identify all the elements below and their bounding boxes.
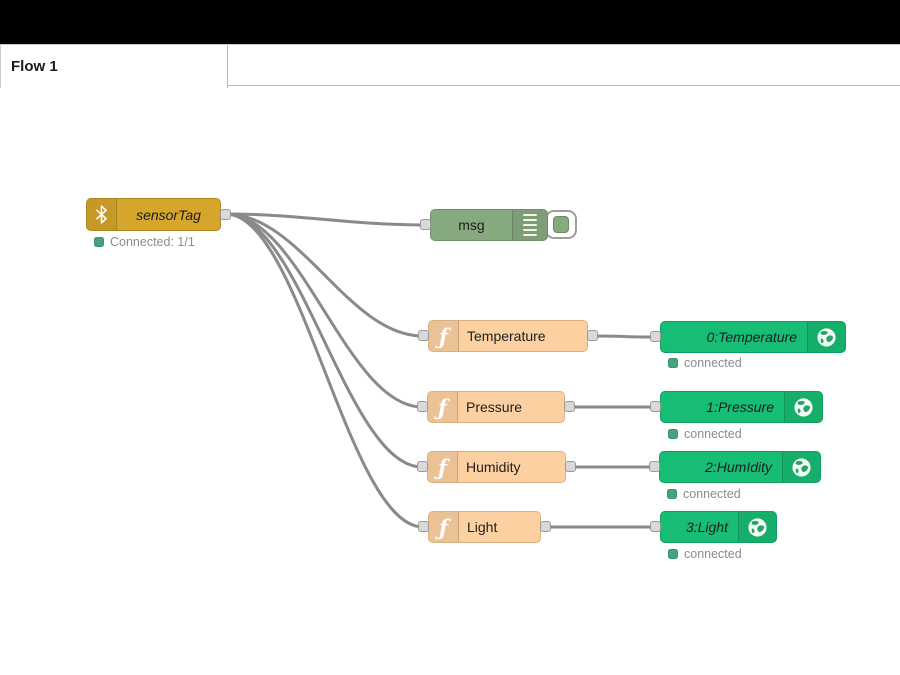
input-port[interactable] (418, 521, 429, 532)
function-icon: ƒ (429, 512, 459, 542)
node-label: 1:Pressure (706, 399, 774, 415)
input-port[interactable] (650, 521, 661, 532)
status-text: connected (684, 356, 742, 370)
status-dot-icon (668, 429, 678, 439)
tab-label: Flow 1 (11, 58, 58, 75)
node-msg-debug[interactable]: msg (420, 209, 548, 241)
tab-flow-1[interactable]: Flow 1 (0, 45, 228, 88)
node-status: connected (668, 356, 742, 370)
node-status: connected (667, 487, 741, 501)
node-status: connected (668, 427, 742, 441)
status-dot-icon (667, 489, 677, 499)
node-status: Connected: 1/1 (94, 235, 195, 249)
output-port[interactable] (564, 401, 575, 412)
wire-sensortag-light[interactable] (224, 212, 425, 529)
node-label: Light (467, 519, 498, 535)
node-function-humidity[interactable]: ƒ Humidity (417, 451, 576, 483)
debug-toggle-button[interactable] (545, 210, 577, 239)
status-dot-icon (94, 237, 104, 247)
node-status: connected (668, 547, 742, 561)
input-port[interactable] (417, 401, 428, 412)
wire-sensortag-humidity[interactable] (224, 212, 424, 469)
bluetooth-icon (87, 199, 117, 230)
input-port[interactable] (650, 331, 661, 342)
wire-sensortag-msg[interactable] (224, 212, 427, 227)
node-label: 2:HumIdity (705, 459, 772, 475)
input-port[interactable] (420, 219, 431, 230)
status-text: connected (683, 487, 741, 501)
node-label: msg (458, 217, 485, 233)
function-icon: ƒ (428, 392, 458, 422)
debug-list-icon (512, 210, 547, 240)
status-text: Connected: 1/1 (110, 235, 195, 249)
status-text: connected (684, 547, 742, 561)
function-icon: ƒ (428, 452, 458, 482)
input-port[interactable] (418, 330, 429, 341)
input-port[interactable] (649, 461, 660, 472)
debug-toggle-state (553, 216, 569, 233)
node-label: Humidity (466, 459, 521, 475)
globe-icon (738, 512, 776, 542)
function-icon: ƒ (429, 321, 459, 351)
node-label: sensorTag (136, 206, 201, 223)
input-port[interactable] (417, 461, 428, 472)
globe-icon (784, 392, 822, 422)
flow-canvas[interactable]: sensorTag Connected: 1/1 msg ƒ Temperatu… (0, 87, 900, 675)
globe-icon (782, 452, 820, 482)
output-port[interactable] (540, 521, 551, 532)
wire-sensortag-temperature[interactable] (224, 212, 425, 338)
status-dot-icon (668, 358, 678, 368)
node-label: 0:Temperature (706, 329, 797, 345)
node-websocket-0-temperature[interactable]: 0:Temperature (650, 321, 846, 353)
output-port[interactable] (220, 208, 231, 220)
node-label: Temperature (467, 328, 546, 344)
node-websocket-2-humidity[interactable]: 2:HumIdity (649, 451, 821, 483)
node-function-temperature[interactable]: ƒ Temperature (418, 320, 598, 352)
node-sensortag[interactable]: sensorTag (86, 198, 231, 231)
node-label: 3:Light (685, 519, 728, 535)
app-header-bar (0, 0, 900, 44)
input-port[interactable] (650, 401, 661, 412)
status-dot-icon (668, 549, 678, 559)
workspace-tab-bar: Flow 1 (0, 44, 900, 88)
output-port[interactable] (565, 461, 576, 472)
node-websocket-3-light[interactable]: 3:Light (650, 511, 777, 543)
node-websocket-1-pressure[interactable]: 1:Pressure (650, 391, 823, 423)
globe-icon (807, 322, 845, 352)
output-port[interactable] (587, 330, 598, 341)
node-function-pressure[interactable]: ƒ Pressure (417, 391, 575, 423)
wire-temperature-ws0[interactable] (591, 334, 657, 339)
node-label: Pressure (466, 399, 523, 415)
wire-layer (224, 212, 657, 529)
status-text: connected (684, 427, 742, 441)
node-function-light[interactable]: ƒ Light (418, 511, 551, 543)
wire-sensortag-pressure[interactable] (224, 212, 424, 409)
